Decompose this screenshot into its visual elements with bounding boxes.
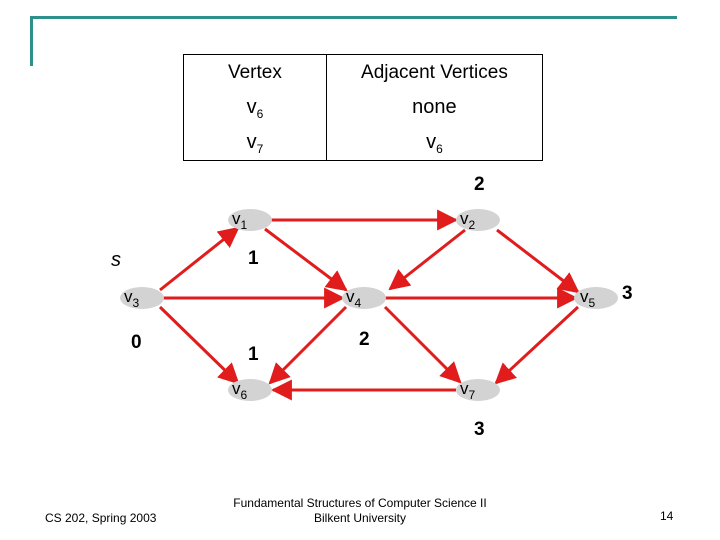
adjacent-subscript: 6 bbox=[436, 142, 443, 156]
adjacent-text: none bbox=[412, 96, 457, 118]
footer-title: Fundamental Structures of Computer Scien… bbox=[210, 496, 510, 526]
table-row: v7 v6 bbox=[183, 125, 544, 161]
node-label-v3: v3 bbox=[124, 287, 140, 310]
vertex-subscript: 6 bbox=[256, 107, 264, 121]
node-v2 bbox=[456, 209, 500, 231]
node-label-v5: v5 bbox=[580, 287, 596, 310]
edge-v3-v6 bbox=[158, 305, 240, 385]
adjacent-base: v bbox=[426, 131, 437, 153]
header-adjacent-vertices: Adjacent Vertices bbox=[325, 54, 544, 90]
distance-label-v7: 3 bbox=[474, 419, 485, 440]
edge-v5-v7 bbox=[494, 305, 580, 385]
node-v4 bbox=[342, 287, 386, 309]
page-number: 14 bbox=[660, 509, 674, 523]
node-v6 bbox=[228, 379, 272, 401]
source-label: s bbox=[111, 249, 121, 271]
edge-v3-v1 bbox=[159, 226, 240, 292]
node-v7 bbox=[456, 379, 500, 401]
edge-v1-v4 bbox=[264, 227, 348, 292]
table-cell-adjacent: v6 bbox=[325, 125, 544, 161]
table-cell-vertex: v6 bbox=[183, 90, 327, 125]
edges-group bbox=[158, 209, 580, 401]
node-v5 bbox=[574, 287, 618, 309]
footer-title-line2: Bilkent University bbox=[313, 511, 407, 525]
distance-label-v2: 2 bbox=[474, 174, 485, 195]
edge-v4-v6 bbox=[268, 305, 348, 385]
distance-label-v4: 1 bbox=[248, 344, 259, 365]
node-label-v4: v4 bbox=[346, 287, 362, 310]
node-label-v6: v6 bbox=[232, 379, 248, 402]
vertex-subscript: 7 bbox=[256, 142, 264, 156]
frame-top-rule bbox=[30, 16, 677, 19]
footer-title-line1: Fundamental Structures of Computer Scien… bbox=[233, 496, 487, 510]
edge-v4-v7 bbox=[383, 305, 462, 384]
edge-v2-v5 bbox=[496, 228, 580, 294]
edge-v2-v4 bbox=[388, 228, 466, 291]
distance-label-v3: 0 bbox=[131, 332, 142, 353]
node-label-v7: v7 bbox=[460, 379, 476, 402]
frame-left-rule bbox=[30, 16, 33, 66]
distance-label-mid: 2 bbox=[359, 329, 370, 350]
node-v3 bbox=[120, 287, 164, 309]
node-v1 bbox=[228, 209, 272, 231]
distance-label-v1: 1 bbox=[248, 248, 259, 269]
header-vertex: Vertex bbox=[183, 54, 327, 90]
adjacency-table: Vertex Adjacent Vertices v6 none v7 v6 bbox=[183, 54, 544, 161]
table-row: v6 none bbox=[183, 90, 544, 125]
vertex-base: v bbox=[246, 96, 257, 118]
table-cell-vertex: v7 bbox=[183, 125, 327, 161]
nodes-group bbox=[120, 209, 618, 401]
table-cell-adjacent: none bbox=[325, 90, 544, 125]
table-header-row: Vertex Adjacent Vertices bbox=[183, 54, 544, 90]
node-label-v2: v2 bbox=[460, 209, 476, 232]
distance-label-v5: 3 bbox=[622, 283, 633, 304]
vertex-base: v bbox=[246, 131, 257, 153]
footer-course: CS 202, Spring 2003 bbox=[45, 511, 157, 525]
node-label-v1: v1 bbox=[232, 209, 248, 232]
